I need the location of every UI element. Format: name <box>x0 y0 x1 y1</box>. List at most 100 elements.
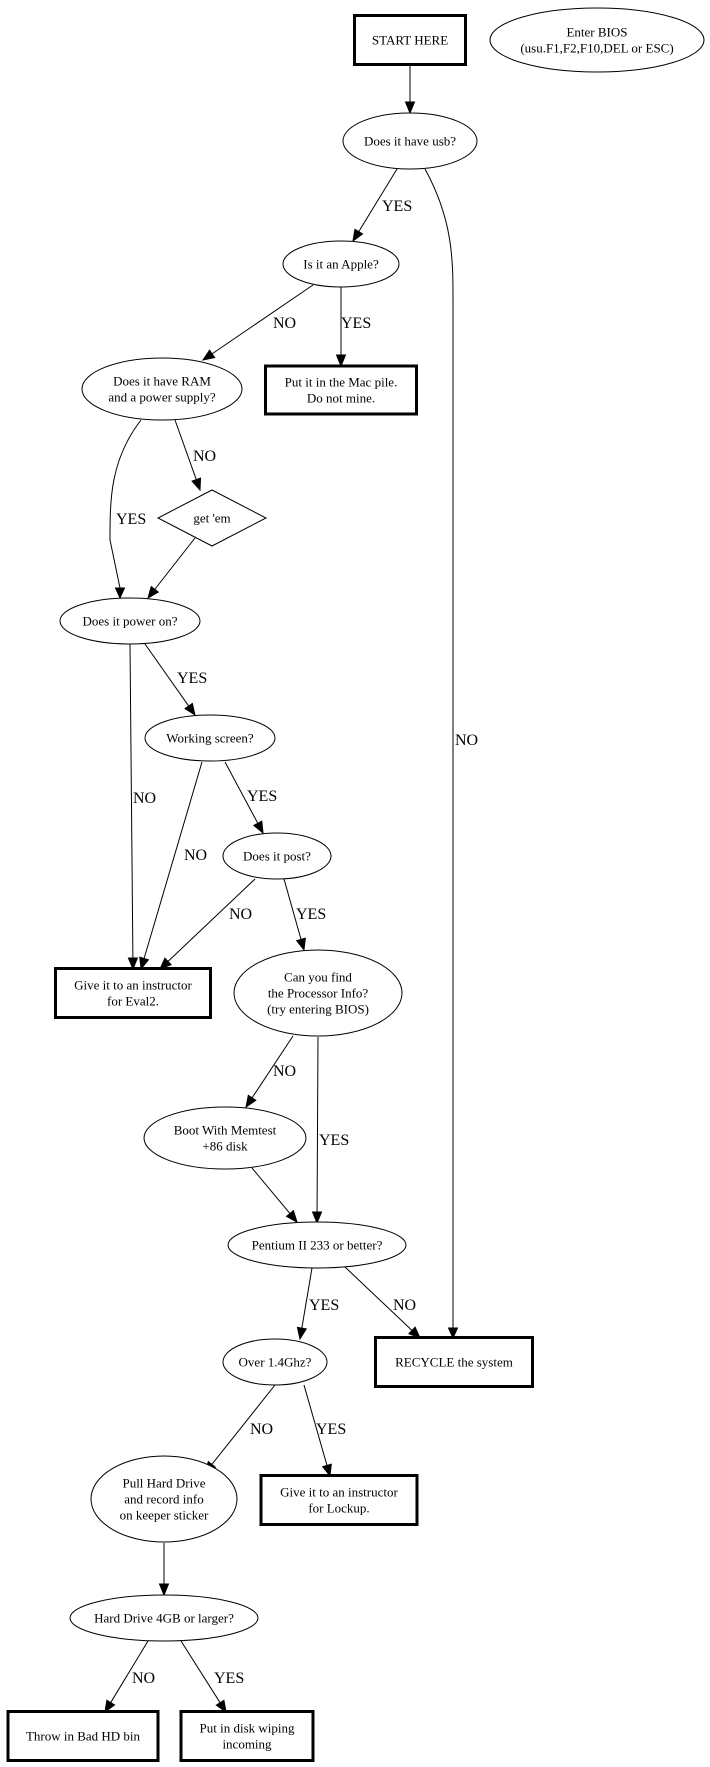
edge-line <box>251 1167 291 1215</box>
edge-line <box>344 1266 414 1332</box>
node-ellipse-shape <box>81 357 243 421</box>
edge-line <box>301 1267 313 1330</box>
edge-line <box>153 537 196 591</box>
edge-line <box>210 284 314 355</box>
node-label-line: Does it power on? <box>83 614 178 629</box>
node-label-line: Enter BIOS <box>566 25 627 40</box>
edge-line <box>210 1384 276 1466</box>
edge-line <box>129 643 134 960</box>
node-mac: Put it in the Mac pile.Do not mine. <box>264 364 418 416</box>
arrowhead-icon <box>408 1326 421 1339</box>
node-box-shape <box>179 1710 315 1762</box>
arrowhead-icon <box>447 1327 459 1340</box>
edge-line <box>109 419 142 589</box>
node-label-line: Over 1.4Ghz? <box>239 1355 312 1370</box>
node-pentium: Pentium II 233 or better? <box>227 1221 407 1269</box>
node-label-line: incoming <box>222 1737 272 1752</box>
arrowhead-icon <box>285 1209 298 1224</box>
edge-label-yes: YES <box>214 1670 244 1687</box>
edge-usb-to-recycle: NO <box>424 168 478 1340</box>
edge-hd4gb-to-wipe: YES <box>180 1640 244 1714</box>
node-ellipse-shape <box>69 1594 259 1642</box>
node-box-shape <box>374 1336 534 1388</box>
edge-label-no: NO <box>393 1297 416 1314</box>
node-memtest: Boot With Memtest+86 disk <box>143 1106 307 1170</box>
node-start: START HERE <box>353 14 467 66</box>
edge-line <box>424 168 454 1328</box>
node-ellipse-shape <box>222 1338 328 1386</box>
arrowhead-icon <box>335 354 347 368</box>
node-label-line: Does it have RAM <box>113 374 211 389</box>
arrowhead-icon <box>104 1699 116 1714</box>
edge-apple-to-ram: NO <box>201 284 314 361</box>
arrowhead-icon <box>201 349 216 361</box>
edge-apple-to-mac: YES <box>335 287 371 368</box>
edge-getem-to-power <box>147 537 196 600</box>
node-label-line: RECYCLE the system <box>395 1355 513 1370</box>
arrowhead-icon <box>245 1094 257 1109</box>
edge-line <box>303 1384 328 1467</box>
arrowhead-icon <box>321 1463 332 1478</box>
node-label-line: START HERE <box>372 33 448 48</box>
edge-label-no: NO <box>133 790 156 807</box>
node-hd4gb: Hard Drive 4GB or larger? <box>69 1594 259 1642</box>
edge-usb-to-apple: YES <box>352 168 412 243</box>
node-label-line: Do not mine. <box>307 391 375 406</box>
node-label-line: Does it post? <box>243 849 311 864</box>
edge-line <box>144 643 190 708</box>
node-recycle: RECYCLE the system <box>374 1336 534 1388</box>
edge-pentium-to-ghz: YES <box>296 1267 339 1341</box>
edge-line <box>143 761 203 960</box>
node-label-line: Put in disk wiping <box>200 1721 295 1736</box>
arrowhead-icon <box>191 477 202 492</box>
node-ellipse-shape <box>59 597 201 645</box>
node-label-line: Does it have usb? <box>364 134 456 149</box>
node-ellipse-shape <box>143 1106 307 1170</box>
node-label-line: Boot With Memtest <box>174 1123 277 1138</box>
edge-ghz-to-pullhd: NO <box>204 1384 276 1475</box>
node-apple: Is it an Apple? <box>282 240 400 288</box>
node-label-line: Pull Hard Drive <box>122 1476 205 1491</box>
node-label-line: (try entering BIOS) <box>267 1002 369 1017</box>
node-label-line: +86 disk <box>202 1139 248 1154</box>
edge-memtest-to-pentium <box>251 1167 298 1224</box>
node-label-line: Hard Drive 4GB or larger? <box>94 1611 234 1626</box>
node-badhd: Throw in Bad HD bin <box>6 1710 160 1762</box>
edge-label-yes: YES <box>177 670 207 687</box>
node-diamond-shape <box>156 489 268 547</box>
arrowhead-icon <box>311 1211 323 1225</box>
edge-ram-to-power: YES <box>109 419 146 600</box>
node-box-shape <box>353 14 467 66</box>
node-box-shape <box>264 364 418 416</box>
edge-screen-to-post: YES <box>224 761 277 835</box>
edge-label-yes: YES <box>296 906 326 923</box>
arrowhead-icon <box>404 101 416 115</box>
edge-post-to-proc: YES <box>283 878 326 952</box>
arrowhead-icon <box>295 937 306 952</box>
edge-pentium-to-recycle: NO <box>344 1266 421 1339</box>
node-label-line: Pentium II 233 or better? <box>252 1238 383 1253</box>
node-label-line: Throw in Bad HD bin <box>26 1729 141 1744</box>
node-box-shape <box>6 1710 160 1762</box>
edge-label-yes: YES <box>382 198 412 215</box>
edge-line <box>180 1640 222 1704</box>
node-label-line: and a power supply? <box>108 390 215 405</box>
edge-label-yes: YES <box>309 1297 339 1314</box>
edge-label-no: NO <box>273 315 296 332</box>
node-post: Does it post? <box>222 832 332 880</box>
edge-ghz-to-lockup: YES <box>303 1384 346 1478</box>
arrowhead-icon <box>184 702 196 717</box>
edge-line <box>357 168 398 233</box>
node-label-line: Put it in the Mac pile. <box>285 375 398 390</box>
edge-label-no: NO <box>250 1421 273 1438</box>
edge-label-no: NO <box>132 1670 155 1687</box>
node-usb: Does it have usb? <box>342 112 478 170</box>
node-label-line: Can you find <box>284 970 352 985</box>
edge-label-yes: YES <box>341 315 371 332</box>
arrowhead-icon <box>127 957 139 971</box>
